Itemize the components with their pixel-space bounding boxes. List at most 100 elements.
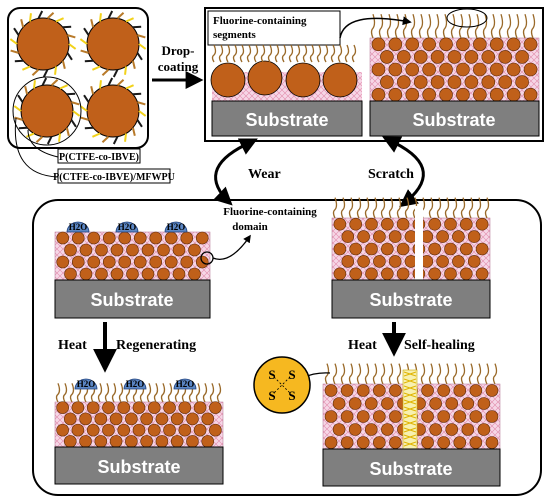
particle [396, 242, 410, 256]
particle [126, 243, 139, 257]
fluoro-chain [420, 363, 426, 385]
ligand [70, 119, 77, 128]
fluoro-chain [530, 14, 536, 39]
ligand [101, 135, 110, 144]
particle [456, 87, 470, 102]
fluoro-chain [246, 44, 252, 63]
particle [421, 436, 434, 449]
particle [365, 242, 378, 256]
particle [473, 87, 487, 102]
substrate-e [54, 446, 224, 485]
fluoro-chain [344, 44, 350, 63]
substrate-label-b: Substrate [412, 110, 495, 130]
particle [464, 75, 479, 89]
particle [155, 435, 169, 448]
water-drop [115, 221, 139, 233]
particle [389, 436, 402, 449]
healing-pattern [403, 371, 417, 377]
particle [452, 230, 465, 243]
particle [87, 255, 101, 269]
particle [201, 435, 215, 448]
particle [467, 230, 481, 243]
particle [163, 401, 176, 414]
fluoro-chain [452, 197, 458, 219]
particle [118, 255, 132, 269]
fluoro-chain [444, 197, 450, 219]
particle [389, 384, 402, 397]
particle [349, 267, 363, 281]
fluoro-chain [506, 14, 512, 39]
particle [422, 62, 436, 77]
particle [413, 75, 428, 89]
ligand [136, 119, 143, 128]
particle [469, 436, 483, 449]
particle [445, 423, 459, 436]
scratch-label: Scratch [368, 167, 414, 182]
particle [357, 255, 370, 268]
particle [373, 410, 386, 423]
ligand [99, 13, 102, 22]
particle [444, 267, 457, 281]
particle [180, 255, 194, 269]
ligand [112, 69, 119, 78]
fluoro-chain [388, 197, 394, 219]
fluoro-chain [153, 383, 159, 403]
particle [356, 384, 370, 397]
particle [118, 231, 132, 245]
particle [475, 242, 489, 256]
fluoro-chain [111, 383, 117, 403]
scratch-gap [415, 206, 423, 280]
substrate-label-e: Substrate [97, 457, 180, 477]
particle [421, 410, 434, 423]
fluoro-chain [332, 363, 338, 385]
domain-arrow [212, 234, 251, 260]
sulfur-3: S [268, 388, 275, 403]
particle [332, 397, 346, 410]
fluoro-chain [522, 14, 528, 39]
particle [475, 217, 489, 231]
particle [523, 37, 538, 52]
ligand [107, 77, 114, 86]
healing-pattern [403, 399, 417, 405]
ligand [72, 110, 81, 117]
fluoro-chain [492, 363, 498, 385]
ligand [33, 80, 36, 89]
fluoro-chain [348, 197, 354, 219]
particle [371, 37, 386, 52]
particle [356, 410, 370, 423]
particle [102, 401, 115, 414]
fluoro-chain [498, 14, 504, 39]
particle [405, 37, 420, 52]
nanoparticle [16, 17, 70, 71]
ligand [90, 86, 95, 95]
fluoro-chain [239, 44, 245, 63]
callout-line-1 [27, 129, 59, 158]
fluoro-chain [484, 197, 490, 219]
particle [71, 401, 85, 414]
particle [477, 423, 491, 436]
sulfur-4: S [288, 388, 295, 403]
ligand [22, 65, 31, 71]
polymer-label-box-2 [57, 168, 171, 184]
particle [348, 423, 362, 436]
particle [349, 217, 363, 231]
particle [380, 267, 394, 281]
fluoro-chain [460, 363, 466, 385]
particle [456, 62, 470, 77]
particle [140, 412, 153, 426]
particle [475, 267, 489, 281]
ligand [20, 19, 25, 28]
particle [373, 384, 386, 397]
callout-line-2 [14, 117, 59, 178]
fluoro-chain [348, 363, 354, 385]
particle [489, 37, 504, 52]
ligand [125, 84, 134, 90]
particle [481, 50, 496, 64]
particle [188, 243, 201, 257]
particle [473, 62, 487, 77]
fluoro-chain [426, 14, 432, 39]
ligand [92, 65, 101, 71]
particle [110, 243, 124, 257]
water-label: H2O [118, 222, 137, 232]
particle [421, 384, 434, 397]
